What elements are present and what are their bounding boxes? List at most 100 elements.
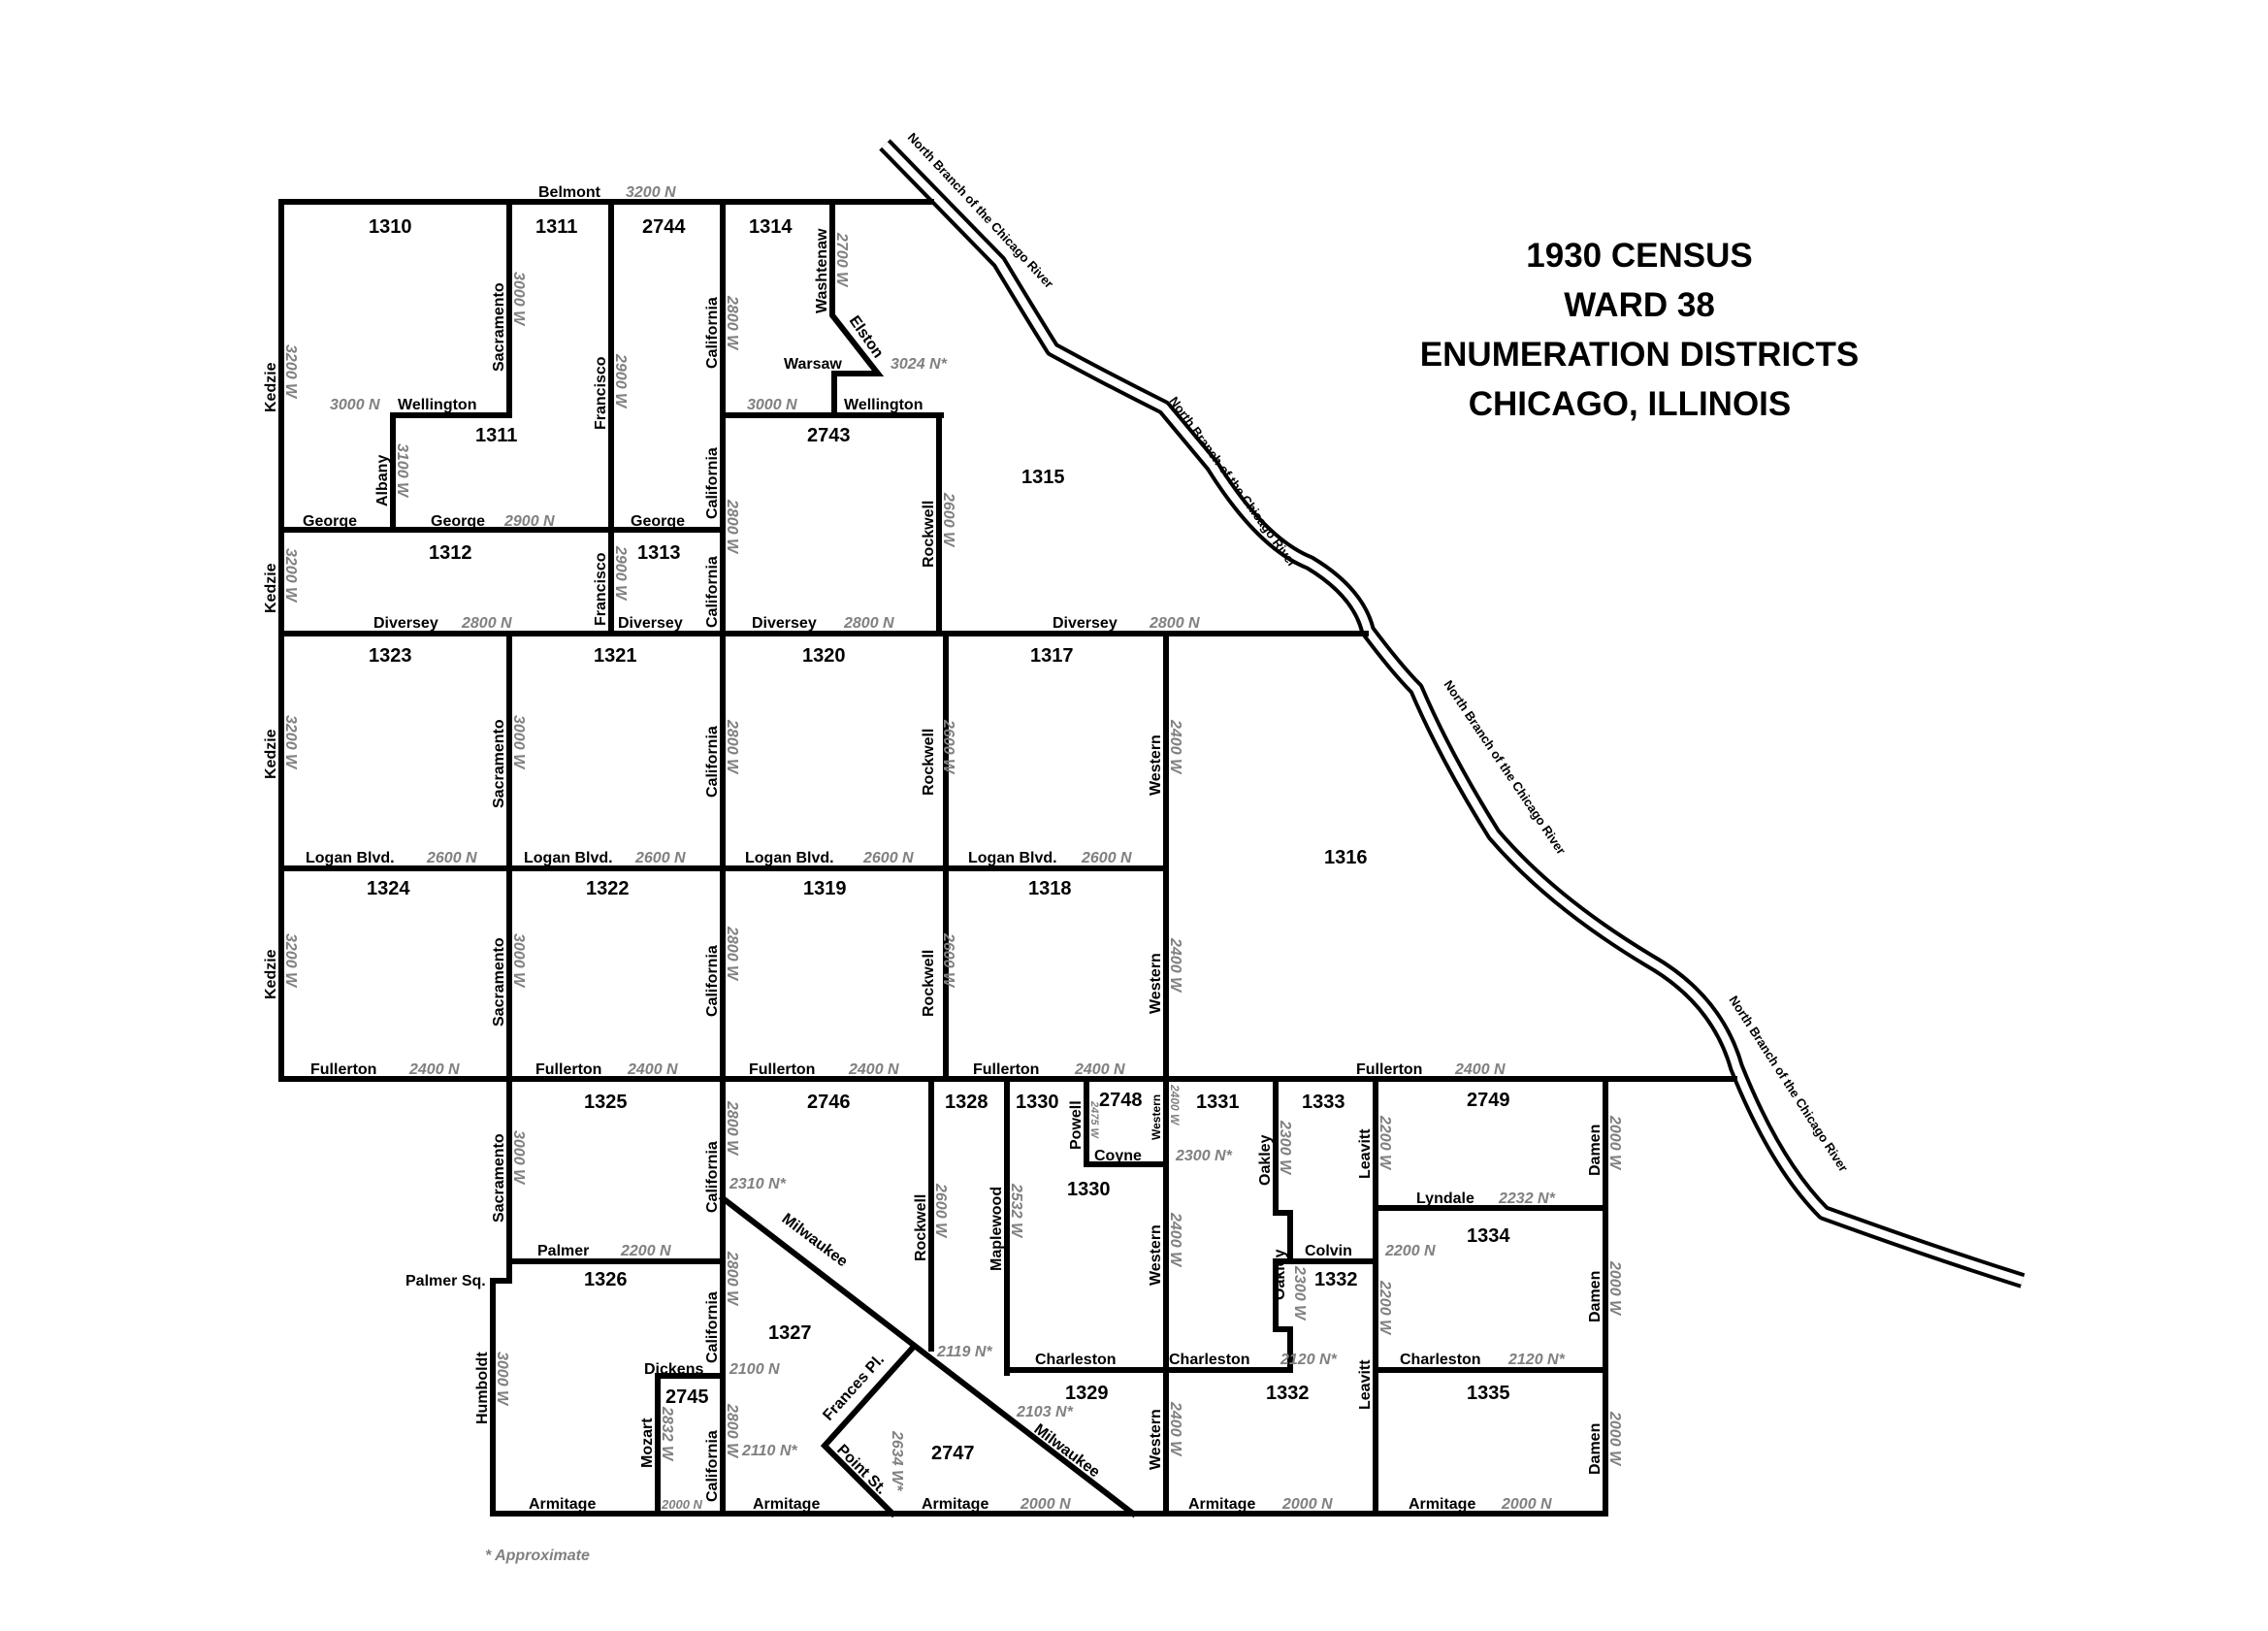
street-armitage-5: Armitage <box>1409 1496 1475 1513</box>
address-western-2: 2400 W <box>1167 937 1183 994</box>
district-2745: 2745 <box>665 1386 709 1408</box>
district-1315: 1315 <box>1021 467 1065 488</box>
street-george-2: George <box>431 513 485 530</box>
street-wellington-2: Wellington <box>844 397 923 413</box>
address-francisco-1: 2900 W <box>612 353 629 409</box>
address-logan-4: 2600 N <box>1081 850 1132 866</box>
address-fullerton-2: 2400 N <box>627 1061 678 1078</box>
street-humboldt: Humboldt <box>474 1352 491 1424</box>
district-2744: 2744 <box>642 216 686 238</box>
street-sacramento-2: Sacramento <box>491 719 507 808</box>
street-diversey-2: Diversey <box>618 615 683 632</box>
street-california-5: California <box>704 945 721 1017</box>
street-sacramento-3: Sacramento <box>491 937 507 1027</box>
street-armitage-2: Armitage <box>753 1496 820 1513</box>
district-1319: 1319 <box>803 878 847 899</box>
street-armitage-4: Armitage <box>1188 1496 1255 1513</box>
address-kedzie-2: 3200 W <box>282 548 299 603</box>
street-california-2: California <box>704 447 721 519</box>
street-sacramento-4: Sacramento <box>491 1133 507 1223</box>
address-rockwell-4: 2600 W <box>932 1183 949 1239</box>
district-1332: 1332 <box>1266 1383 1310 1404</box>
street-palmer: Palmer <box>537 1243 589 1259</box>
street-belmont: Belmont <box>538 184 601 201</box>
address-warsaw: 3024 N* <box>891 356 948 373</box>
address-california-4: 2800 W <box>724 719 740 775</box>
district-2746: 2746 <box>807 1092 851 1113</box>
address-rockwell-1: 2600 W <box>940 492 956 548</box>
address-diversey-3: 2800 N <box>843 615 894 632</box>
address-kedzie-4: 3200 W <box>282 933 299 989</box>
address-california-5: 2800 W <box>724 926 740 982</box>
street-oakley-2: Oakley <box>1272 1249 1288 1300</box>
address-california-6: 2800 W <box>724 1100 740 1157</box>
address-2103n: 2103 N* <box>1016 1404 1074 1420</box>
address-wellington-1: 3000 N <box>330 397 380 413</box>
street-california-7: California <box>704 1291 721 1363</box>
address-point-st: 2634 W* <box>889 1430 905 1491</box>
address-charleston-2: 2120 N* <box>1280 1352 1338 1368</box>
title-line-4: CHICAGO, ILLINOIS <box>1469 385 1792 423</box>
address-powell: 2475 W <box>1088 1100 1100 1140</box>
address-oakley-2: 2300 W <box>1291 1265 1308 1321</box>
river <box>879 139 2025 1288</box>
address-fullerton-5: 2400 N <box>1454 1061 1506 1078</box>
address-logan-3: 2600 N <box>862 850 914 866</box>
address-2119n: 2119 N* <box>936 1344 992 1360</box>
address-washtenaw: 2700 W <box>833 232 850 288</box>
footnote: * Approximate <box>485 1548 590 1564</box>
street-western-2: Western <box>1148 953 1164 1014</box>
address-western-3: 2400 W <box>1167 1212 1183 1268</box>
street-fullerton-4: Fullerton <box>973 1061 1039 1078</box>
street-milwaukee-1: Milwaukee <box>779 1211 851 1271</box>
street-george-3: George <box>631 513 685 530</box>
district-1311: 1311 <box>475 425 517 446</box>
district-1332: 1332 <box>1314 1269 1358 1290</box>
street-kedzie-2: Kedzie <box>263 563 279 613</box>
street-kedzie-4: Kedzie <box>263 949 279 999</box>
street-milwaukee-2: Milwaukee <box>1031 1421 1103 1482</box>
address-maplewood: 2532 W <box>1008 1183 1024 1239</box>
street-california-6: California <box>704 1141 721 1213</box>
district-1320: 1320 <box>802 645 846 667</box>
street-western-3: Western <box>1148 1224 1164 1286</box>
street-california-8: California <box>704 1430 721 1502</box>
street-rockwell-4: Rockwell <box>913 1194 929 1261</box>
street-wellington-1: Wellington <box>398 397 476 413</box>
address-armitage-1: 2000 N <box>661 1497 703 1512</box>
street-california-4: California <box>704 726 721 798</box>
address-kedzie-3: 3200 W <box>282 715 299 770</box>
street-maplewood: Maplewood <box>988 1187 1005 1271</box>
street-kedzie-3: Kedzie <box>263 729 279 779</box>
river-label-2: North Branch of the Chicago River <box>1167 394 1300 570</box>
address-charleston-3: 2120 N* <box>1507 1352 1566 1368</box>
address-mozart: 2832 W <box>659 1406 675 1462</box>
street-diversey-4: Diversey <box>1053 615 1118 632</box>
street-charleston-3: Charleston <box>1400 1352 1481 1368</box>
district-1333: 1333 <box>1302 1092 1345 1113</box>
street-oakley-1: Oakley <box>1257 1134 1274 1186</box>
district-1323: 1323 <box>369 645 412 667</box>
street-fullerton-1: Fullerton <box>310 1061 376 1078</box>
address-francisco-2: 2900 W <box>612 545 629 602</box>
address-rockwell-3: 2600 W <box>940 932 956 989</box>
street-rockwell-3: Rockwell <box>921 950 937 1017</box>
street-diversey-3: Diversey <box>752 615 817 632</box>
district-1330: 1330 <box>1016 1092 1059 1113</box>
address-western-1: 2400 W <box>1167 719 1183 775</box>
street-armitage-3: Armitage <box>922 1496 988 1513</box>
address-california-2: 2800 W <box>724 499 740 555</box>
address-logan-2: 2600 N <box>634 850 686 866</box>
street-charleston-1: Charleston <box>1035 1352 1117 1368</box>
street-dickens: Dickens <box>644 1361 703 1378</box>
district-1325: 1325 <box>584 1092 628 1113</box>
address-humboldt: 3000 W <box>494 1352 510 1407</box>
street-mozart: Mozart <box>639 1418 656 1468</box>
street-western-4: Western <box>1148 1409 1164 1470</box>
district-labels: 1310 1311 2744 1314 1311 2743 1315 1312 … <box>367 216 1510 1464</box>
street-western-small: Western <box>1150 1094 1163 1140</box>
street-western-1: Western <box>1148 734 1164 796</box>
district-2743: 2743 <box>807 425 851 446</box>
address-damen-3: 2000 W <box>1606 1411 1623 1467</box>
